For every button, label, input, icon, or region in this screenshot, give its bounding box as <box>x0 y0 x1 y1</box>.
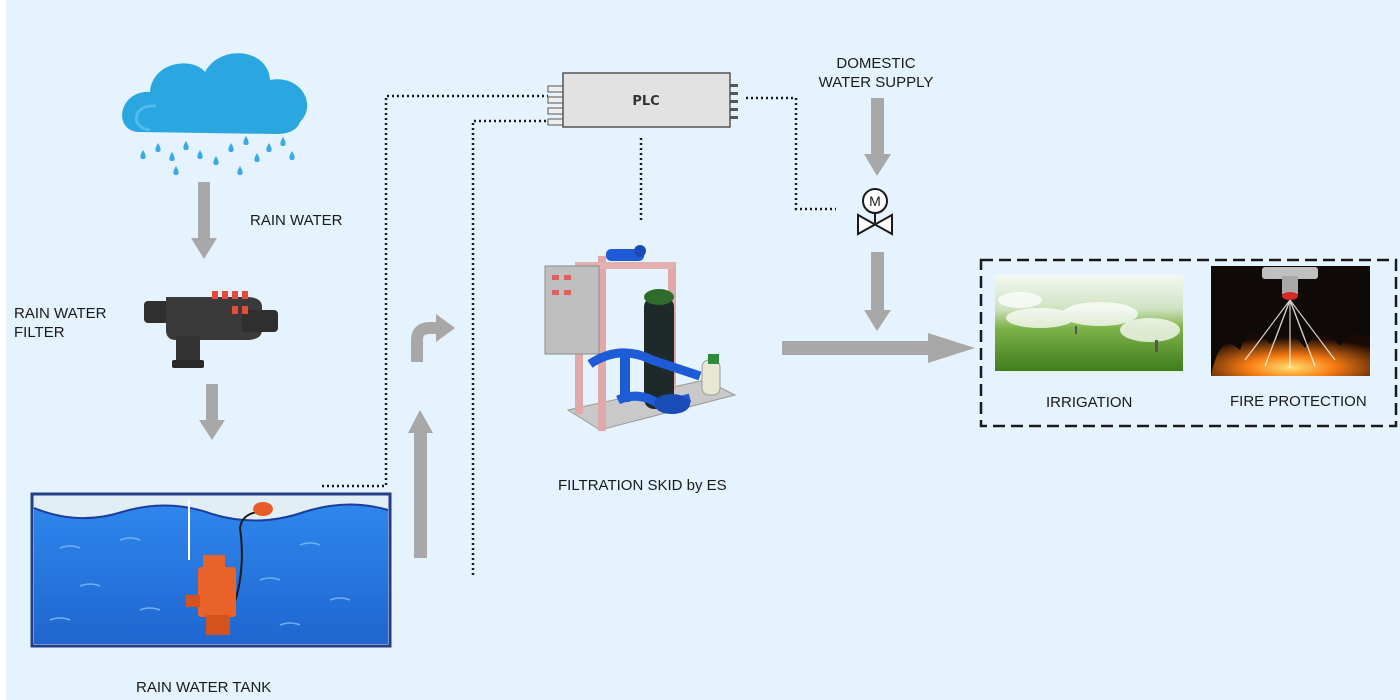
arrow-right-skid-to-uses <box>782 333 975 363</box>
control-line-plc-to-valve <box>746 96 836 211</box>
control-lines <box>322 94 836 575</box>
arrow-down-cloud-to-filter <box>191 182 217 259</box>
motor-label: M <box>869 193 881 209</box>
rain-water-filter-label-line2: FILTER <box>14 324 65 341</box>
motorized-valve-icon: M <box>857 188 893 236</box>
rain-water-tank-label: RAIN WATER TANK <box>136 679 272 696</box>
irrigation-image <box>995 275 1183 371</box>
control-line-tank-to-plc <box>322 94 548 488</box>
filtration-skid-label: FILTRATION SKID by ES <box>558 477 727 494</box>
arrow-turn-to-skid <box>411 314 455 362</box>
domestic-water-supply-label-line2: WATER SUPPLY <box>818 74 934 91</box>
domestic-water-supply-label-line1: DOMESTIC <box>836 55 916 72</box>
plc-unit: PLC <box>547 72 738 128</box>
arrow-down-filter-to-tank <box>199 384 225 440</box>
arrow-up-tank-to-skid <box>408 410 433 558</box>
rain-water-label: RAIN WATER <box>250 212 343 229</box>
rain-water-tank-icon <box>30 492 392 648</box>
rain-water-filter-label: RAIN WATER FILTER <box>14 304 107 342</box>
rain-water-filter-icon <box>144 291 278 368</box>
usage-panel <box>979 258 1398 428</box>
flow-arrows <box>191 98 975 558</box>
fire-protection-label: FIRE PROTECTION <box>1230 393 1367 410</box>
irrigation-label: IRRIGATION <box>1046 394 1133 411</box>
rain-water-filter-label-line1: RAIN WATER <box>14 305 107 322</box>
control-line-skid-to-plc <box>471 119 548 575</box>
rain-cloud-icon <box>122 53 308 175</box>
arrow-down-domestic-to-valve <box>864 98 891 176</box>
domestic-water-supply-label: DOMESTIC WATER SUPPLY <box>810 54 942 92</box>
filtration-skid-icon <box>544 245 737 431</box>
plc-label: PLC <box>632 94 659 109</box>
arrow-down-valve-to-main <box>864 252 891 331</box>
fire-protection-image <box>1211 266 1370 376</box>
